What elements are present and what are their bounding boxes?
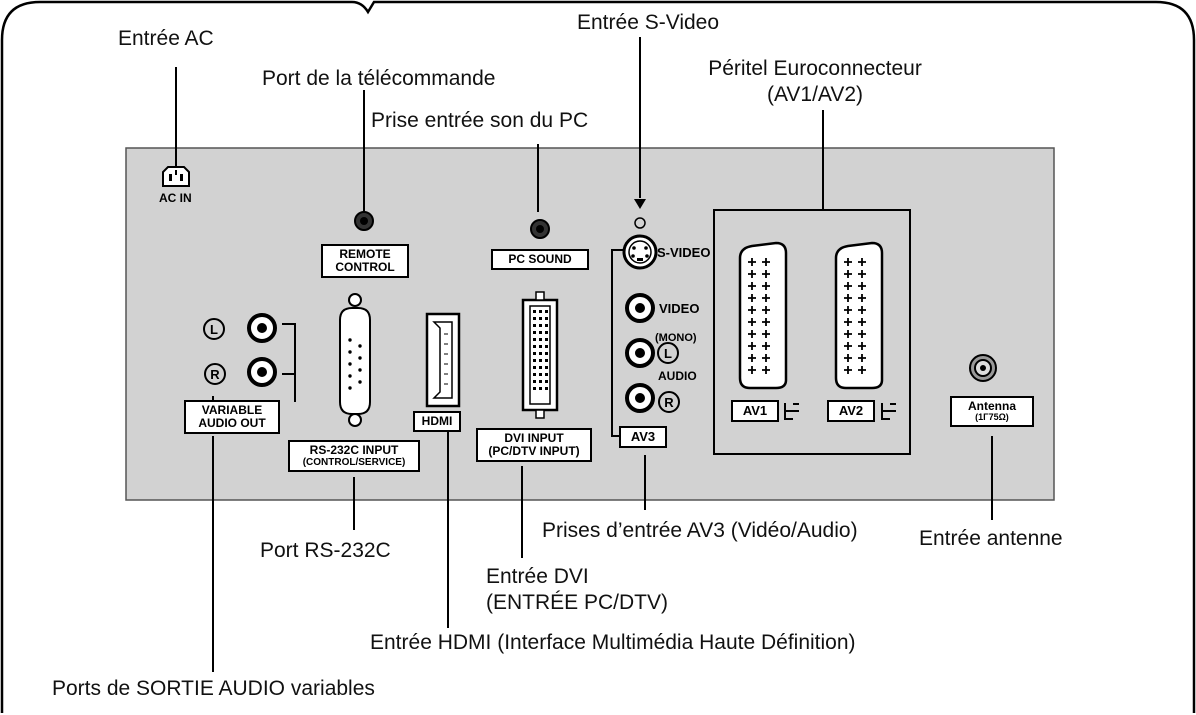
scart-pins xyxy=(748,258,866,374)
callout-rs232c-port: Port RS-232C xyxy=(260,539,391,562)
callout-scart-line1: Péritel Euroconnecteur xyxy=(708,57,922,80)
ac-inlet xyxy=(162,166,190,187)
label-dvi-line1: DVI INPUT xyxy=(504,431,564,445)
badge-av3-r: R xyxy=(658,391,680,413)
svideo-symbol xyxy=(634,217,646,229)
label-av3: AV3 xyxy=(619,426,667,449)
av3-bracket xyxy=(611,249,624,437)
label-remote-control: REMOTE CONTROL xyxy=(321,244,409,279)
badge-av3-l: L xyxy=(657,342,679,364)
label-audio: AUDIO xyxy=(658,369,697,383)
label-variable-audio-out: VARIABLE AUDIO OUT xyxy=(184,400,280,435)
label-antenna-line1: Antenna xyxy=(968,399,1016,413)
callout-hdmi-input: Entrée HDMI (Interface Multimédia Haute … xyxy=(370,631,856,654)
label-pc-sound: PC SOUND xyxy=(491,249,589,271)
callout-scart-line2: (AV1/AV2) xyxy=(766,83,864,106)
callout-variable-audio-out: Ports de SORTIE AUDIO variables xyxy=(52,677,375,700)
callout-dvi-line2: (ENTRÉE PC/DTV) xyxy=(486,591,669,614)
rs232c-pins xyxy=(348,338,362,390)
scart-av1 xyxy=(738,241,788,390)
label-antenna-line2: (1Γ75Ω) xyxy=(975,412,1009,423)
callout-remote-port: Port de la télécommande xyxy=(262,67,496,90)
label-av2: AV2 xyxy=(827,400,875,423)
callout-av3-inputs: Prises d’entrée AV3 (Vidéo/Audio) xyxy=(542,519,858,542)
label-remote-line1: REMOTE xyxy=(339,247,391,261)
badge-out-r: R xyxy=(204,363,226,385)
dvi-pins xyxy=(533,310,548,390)
label-mono: (MONO) xyxy=(655,332,697,344)
label-variable-line1: VARIABLE xyxy=(201,403,263,417)
rs232c-port xyxy=(339,307,371,415)
av1-arrow-icon xyxy=(784,403,799,420)
label-dvi-line2: (PC/DTV INPUT) xyxy=(488,444,580,459)
badge-out-l: L xyxy=(203,318,225,340)
label-hdmi: HDMI xyxy=(413,411,461,433)
callout-svideo-input: Entrée S-Video xyxy=(577,11,720,34)
callout-pc-sound-input: Prise entrée son du PC xyxy=(371,109,589,132)
label-remote-line2: CONTROL xyxy=(335,260,395,275)
variable-audio-bracket xyxy=(282,323,296,402)
label-antenna: Antenna (1Γ75Ω) xyxy=(950,396,1034,428)
scart-av2 xyxy=(834,241,884,390)
label-video: VIDEO xyxy=(659,301,700,316)
label-av1: AV1 xyxy=(731,400,779,423)
av2-arrow-icon xyxy=(881,403,896,420)
callout-ac-input: Entrée AC xyxy=(118,27,214,50)
label-dvi-input: DVI INPUT (PC/DTV INPUT) xyxy=(476,428,592,463)
svideo-arrow xyxy=(634,199,646,209)
label-rs232c-input: RS-232C INPUT (CONTROL/SERVICE) xyxy=(288,440,420,473)
label-s-video: S-VIDEO xyxy=(657,245,711,260)
callout-dvi-line1: Entrée DVI xyxy=(486,565,589,588)
callout-antenna-input: Entrée antenne xyxy=(919,527,1063,550)
label-ac-in: AC IN xyxy=(159,191,192,205)
label-variable-line2: AUDIO OUT xyxy=(198,416,266,431)
label-rs232c-line2: (CONTROL/SERVICE) xyxy=(302,457,406,469)
label-rs232c-line1: RS-232C INPUT xyxy=(309,443,399,457)
